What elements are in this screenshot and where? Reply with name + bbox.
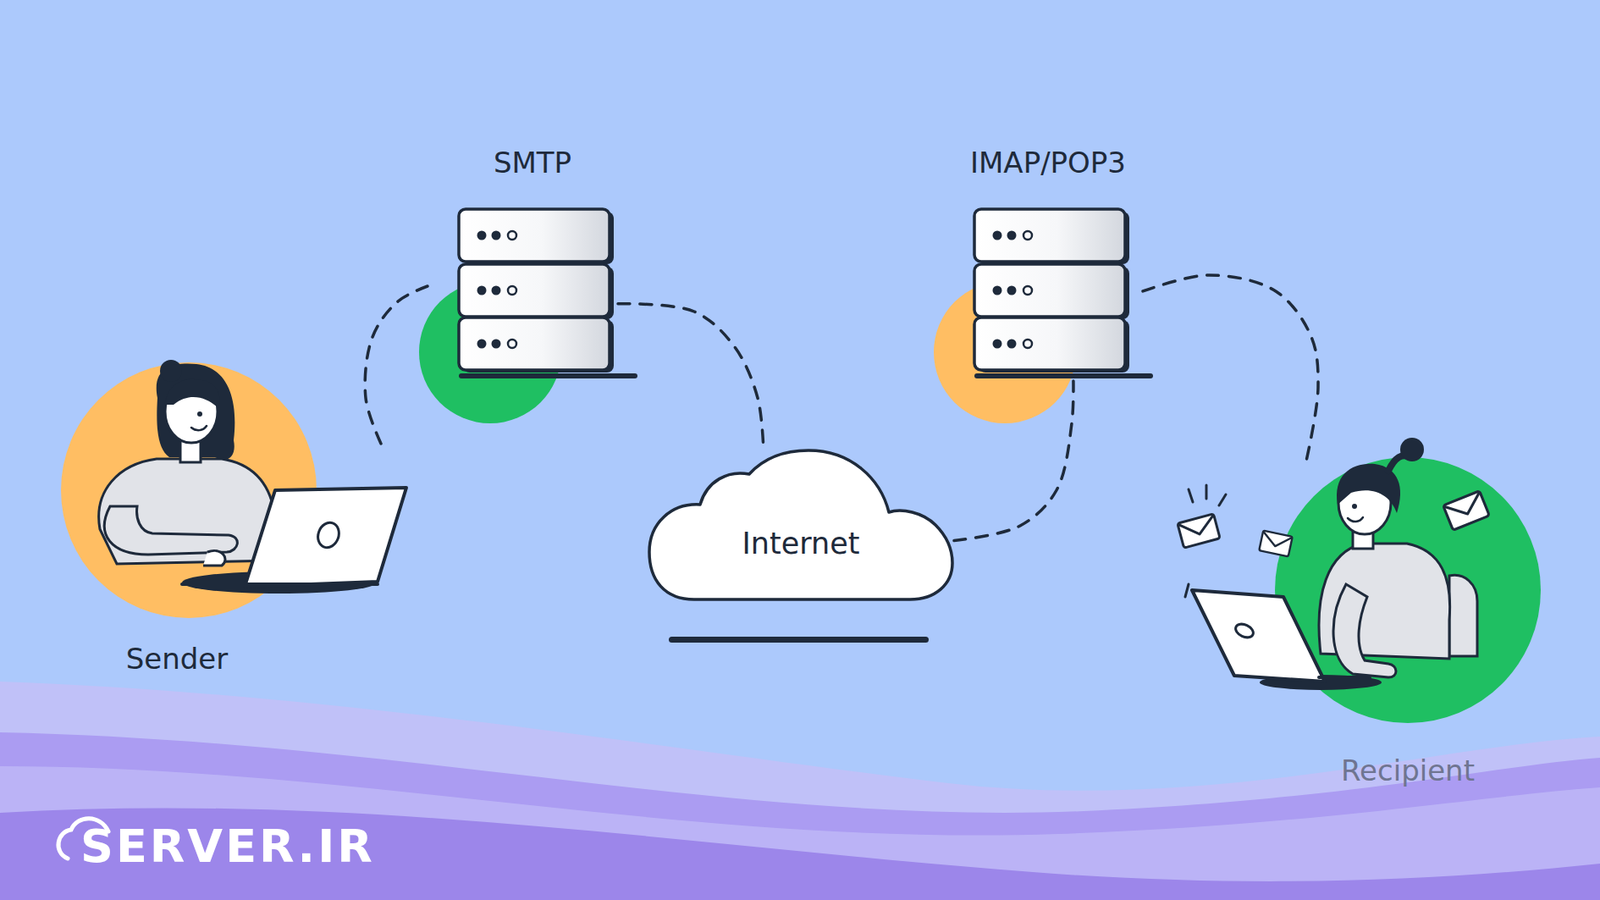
wave bbox=[0, 732, 1600, 900]
recipient-node: Recipient bbox=[1168, 461, 1550, 792]
server-node: IMAP/POP3 bbox=[939, 139, 1143, 381]
watermark-logo: SERVER.IR bbox=[80, 821, 376, 872]
laptop bbox=[244, 487, 407, 587]
smtp-server-icon bbox=[458, 209, 638, 379]
wave bbox=[0, 681, 1600, 900]
laptop-logo bbox=[314, 519, 343, 551]
cloud-shape bbox=[649, 450, 953, 600]
eye bbox=[197, 411, 203, 417]
hair-bun bbox=[160, 359, 183, 382]
laptop-logo bbox=[1233, 621, 1256, 640]
laptop bbox=[1191, 590, 1325, 682]
arm bbox=[104, 506, 238, 555]
motion-mark bbox=[1185, 584, 1189, 597]
sender-node: Sender bbox=[50, 355, 381, 682]
torso bbox=[99, 458, 278, 564]
arm bbox=[1333, 584, 1396, 678]
eye bbox=[1351, 503, 1358, 509]
imap-server-icon bbox=[974, 209, 1154, 379]
envelope-icon bbox=[1258, 530, 1292, 558]
smile bbox=[1347, 517, 1363, 522]
hand bbox=[203, 551, 226, 566]
envelope-icon bbox=[1177, 513, 1220, 548]
dashed-connector bbox=[617, 303, 764, 449]
dashed-connector bbox=[954, 380, 1074, 541]
wave bbox=[0, 807, 1600, 900]
motion-mark bbox=[1205, 485, 1209, 499]
motion-mark bbox=[1219, 494, 1226, 506]
node-label: IMAP/POP3 bbox=[970, 146, 1126, 180]
smile bbox=[191, 425, 207, 431]
fringe bbox=[165, 379, 220, 409]
node-label: SMTP bbox=[493, 146, 572, 180]
node-label: Sender bbox=[126, 642, 229, 676]
hair-bun bbox=[1400, 437, 1424, 462]
node-label: Internet bbox=[742, 526, 861, 561]
cloud-shadow bbox=[668, 636, 929, 643]
chair-back bbox=[1449, 574, 1478, 657]
cloud-node: Internet bbox=[647, 448, 955, 602]
dashed-connector bbox=[364, 286, 428, 444]
envelope-icon bbox=[1443, 491, 1490, 531]
node-label: Recipient bbox=[1340, 754, 1475, 788]
laptop-base bbox=[182, 582, 378, 586]
server-node: SMTP bbox=[427, 139, 618, 381]
dashed-connector bbox=[1142, 275, 1319, 462]
motion-mark bbox=[1188, 489, 1193, 503]
laptop-base bbox=[1318, 675, 1370, 679]
